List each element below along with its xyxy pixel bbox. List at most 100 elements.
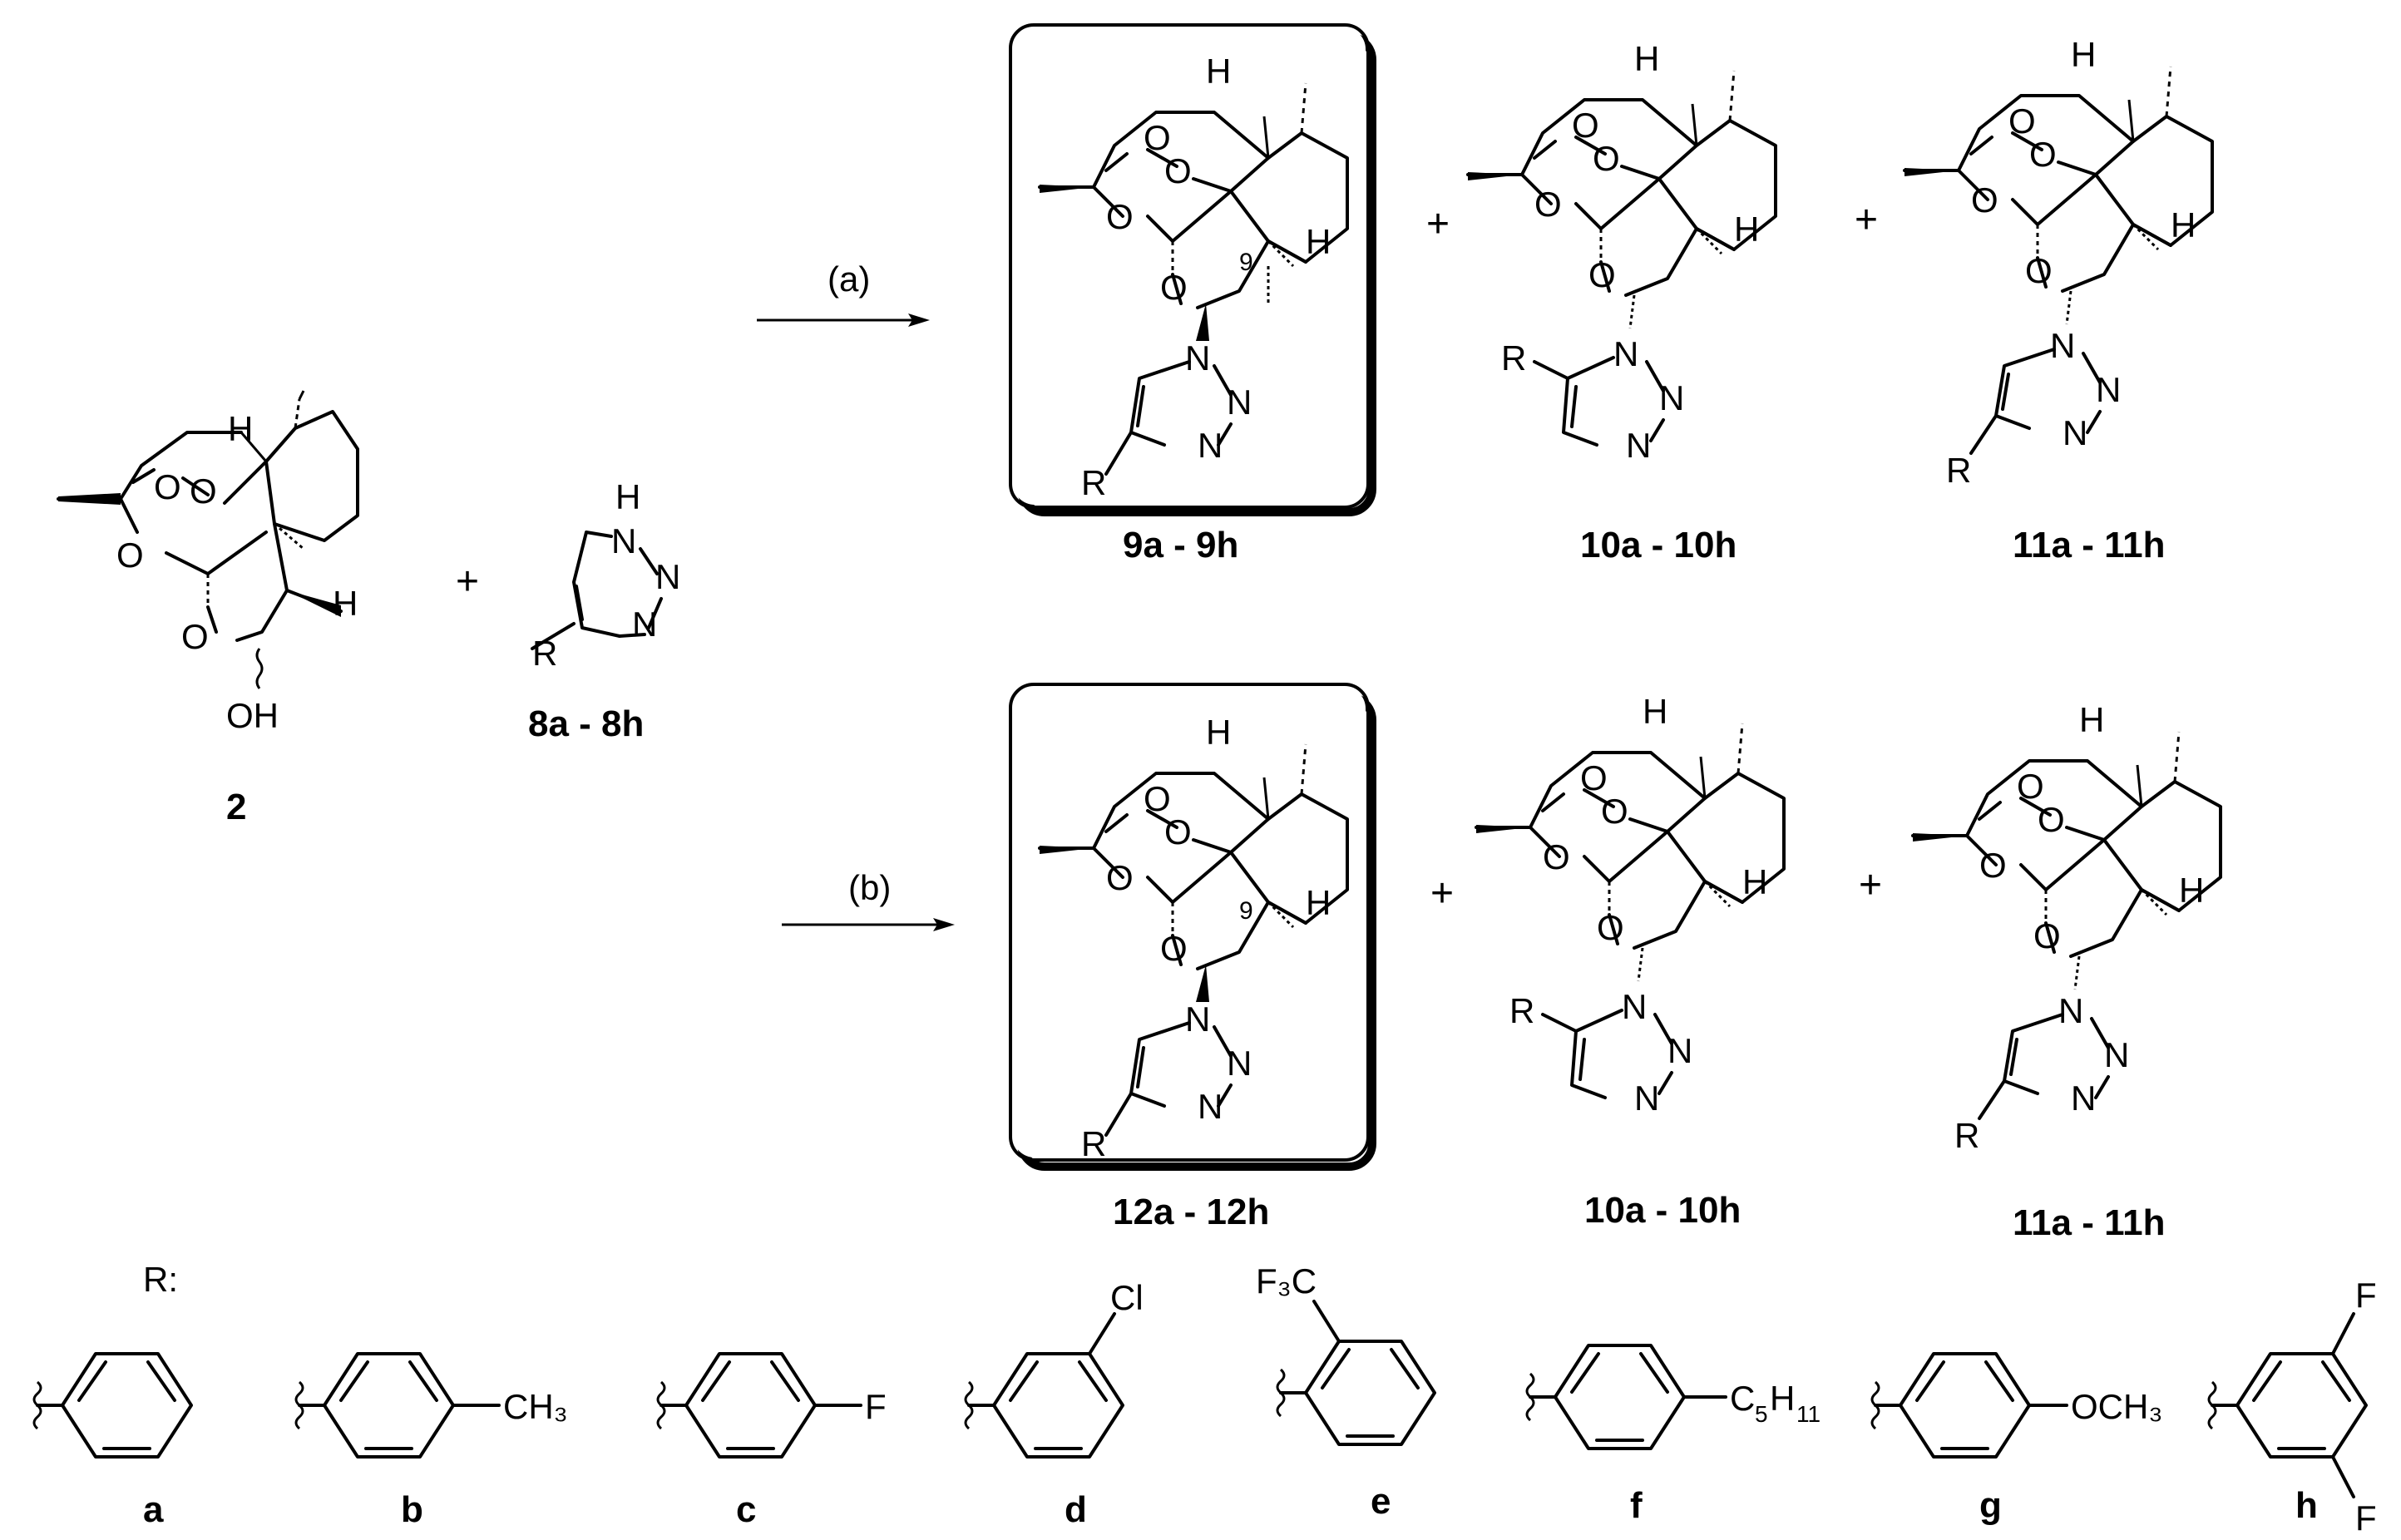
trifluoromethyl-label: F₃C bbox=[1256, 1261, 1317, 1301]
atom-o: O bbox=[1144, 779, 1171, 818]
atom-o: O bbox=[1164, 812, 1192, 851]
fluoro-label: F bbox=[2355, 1276, 2377, 1315]
atom-o: O bbox=[1601, 792, 1628, 831]
legend-letter-f: f bbox=[1630, 1485, 1643, 1526]
substituent-h: F F bbox=[2207, 1276, 2377, 1538]
legend-letter-e: e bbox=[1371, 1481, 1391, 1522]
plus-sign: + bbox=[1859, 863, 1882, 907]
atom-h: H bbox=[1306, 222, 1331, 261]
legend-letter-c: c bbox=[736, 1489, 756, 1530]
atom-o: O bbox=[1534, 185, 1562, 224]
atom-o: O bbox=[1597, 908, 1624, 947]
compound-10-structure-bottom: H O O O O H N N N R bbox=[1475, 692, 1786, 1118]
atom-n: N bbox=[2050, 326, 2075, 365]
atom-h: H bbox=[2171, 205, 2196, 244]
atom-h: H bbox=[1634, 39, 1659, 78]
condition-a: (a) bbox=[828, 259, 870, 299]
atom-n: N bbox=[2058, 991, 2083, 1030]
atom-o: O bbox=[2033, 916, 2061, 955]
atom-o: O bbox=[1144, 118, 1171, 157]
compound-10-structure-top: H O O O O H N N N R bbox=[1466, 39, 1777, 465]
compound-8-structure: H N N N R bbox=[531, 477, 680, 673]
atom-o: O bbox=[2025, 251, 2053, 290]
compound-label-11-bottom: 11a - 11h bbox=[2013, 1202, 2165, 1243]
atom-r: R bbox=[1081, 1124, 1106, 1163]
compound-label-10-bottom: 10a - 10h bbox=[1584, 1190, 1741, 1231]
substituent-a bbox=[32, 1352, 193, 1459]
atom-h: H bbox=[1643, 692, 1667, 731]
atom-r: R bbox=[1501, 338, 1526, 378]
atom-h: H bbox=[1734, 210, 1759, 249]
atom-h: H bbox=[1306, 883, 1331, 922]
atom-h: H bbox=[2179, 871, 2204, 910]
methyl-label: CH₃ bbox=[503, 1387, 568, 1426]
atom-n: N bbox=[1659, 378, 1684, 417]
carbon-9-label: 9 bbox=[1239, 897, 1253, 925]
methoxy-label: OCH₃ bbox=[2071, 1387, 2162, 1426]
atom-h: H bbox=[1206, 713, 1231, 752]
fluoro-label: F bbox=[865, 1387, 887, 1426]
atom-o: O bbox=[1160, 929, 1188, 968]
atom-h: H bbox=[228, 409, 253, 448]
atom-o: O bbox=[116, 536, 144, 575]
atom-h: H bbox=[2079, 700, 2104, 739]
compound-11-structure-bottom: H O O O O H N N N R bbox=[1911, 700, 2222, 1155]
atom-n: N bbox=[655, 557, 680, 596]
atom-o: O bbox=[2029, 135, 2057, 174]
pentyl-label-h: H bbox=[1770, 1379, 1795, 1418]
atom-r: R bbox=[1081, 463, 1106, 502]
atom-n: N bbox=[1622, 987, 1647, 1026]
atom-n: N bbox=[1185, 1000, 1210, 1039]
pentyl-label-sub: 5 bbox=[1755, 1401, 1768, 1427]
substituent-e: F₃C bbox=[1256, 1261, 1436, 1446]
atom-n: N bbox=[2063, 413, 2087, 452]
atom-o: O bbox=[1572, 106, 1599, 145]
atom-n: N bbox=[1613, 334, 1638, 373]
substituent-f: C 5 H 11 bbox=[1525, 1344, 1821, 1450]
atom-o: O bbox=[1106, 197, 1134, 236]
atom-oh: OH bbox=[226, 696, 279, 735]
plus-sign: + bbox=[1426, 202, 1450, 246]
fluoro-label: F bbox=[2355, 1498, 2377, 1538]
plus-sign: + bbox=[456, 560, 479, 604]
atom-o: O bbox=[1160, 268, 1188, 307]
atom-n: N bbox=[1634, 1078, 1659, 1118]
atom-n: N bbox=[2104, 1035, 2129, 1074]
atom-h: H bbox=[333, 584, 358, 623]
carbon-9-label: 9 bbox=[1239, 249, 1253, 276]
atom-n: N bbox=[2071, 1078, 2096, 1118]
plus-sign: + bbox=[1855, 198, 1878, 242]
compound-label-9: 9a - 9h bbox=[1123, 525, 1238, 565]
atom-o: O bbox=[1106, 858, 1134, 897]
atom-r: R bbox=[1946, 451, 1971, 490]
atom-h: H bbox=[1206, 52, 1231, 91]
atom-n: N bbox=[1185, 338, 1210, 378]
compound-2-structure: H O O O O H OH bbox=[57, 390, 359, 735]
atom-o: O bbox=[181, 617, 209, 656]
compound-label-8: 8a - 8h bbox=[528, 703, 644, 744]
atom-o: O bbox=[2038, 800, 2065, 839]
atom-n: N bbox=[1227, 1044, 1252, 1083]
atom-o: O bbox=[1588, 255, 1616, 294]
pentyl-label-c: C bbox=[1730, 1379, 1755, 1418]
legend-letter-d: d bbox=[1065, 1489, 1087, 1530]
atom-o: O bbox=[1971, 180, 1998, 220]
atom-o: O bbox=[154, 467, 181, 506]
atom-n: N bbox=[2096, 370, 2121, 409]
atom-h: H bbox=[615, 477, 640, 516]
atom-o: O bbox=[1543, 837, 1570, 876]
atom-h: H bbox=[2071, 35, 2096, 74]
atom-r: R bbox=[1509, 991, 1534, 1030]
atom-o: O bbox=[1979, 846, 2007, 885]
substituent-c: F bbox=[656, 1352, 887, 1459]
substituent-g: OCH₃ bbox=[1870, 1352, 2162, 1459]
r-legend-header: R: bbox=[143, 1260, 178, 1299]
compound-label-2: 2 bbox=[226, 787, 246, 827]
legend-letter-b: b bbox=[401, 1489, 423, 1530]
atom-n: N bbox=[1667, 1031, 1692, 1070]
legend-letter-g: g bbox=[1979, 1485, 2002, 1526]
atom-r: R bbox=[532, 634, 557, 673]
atom-n: N bbox=[1227, 383, 1252, 422]
plus-sign: + bbox=[1430, 871, 1454, 916]
compound-11-structure-top: H O O O O H N N N R bbox=[1903, 35, 2214, 490]
